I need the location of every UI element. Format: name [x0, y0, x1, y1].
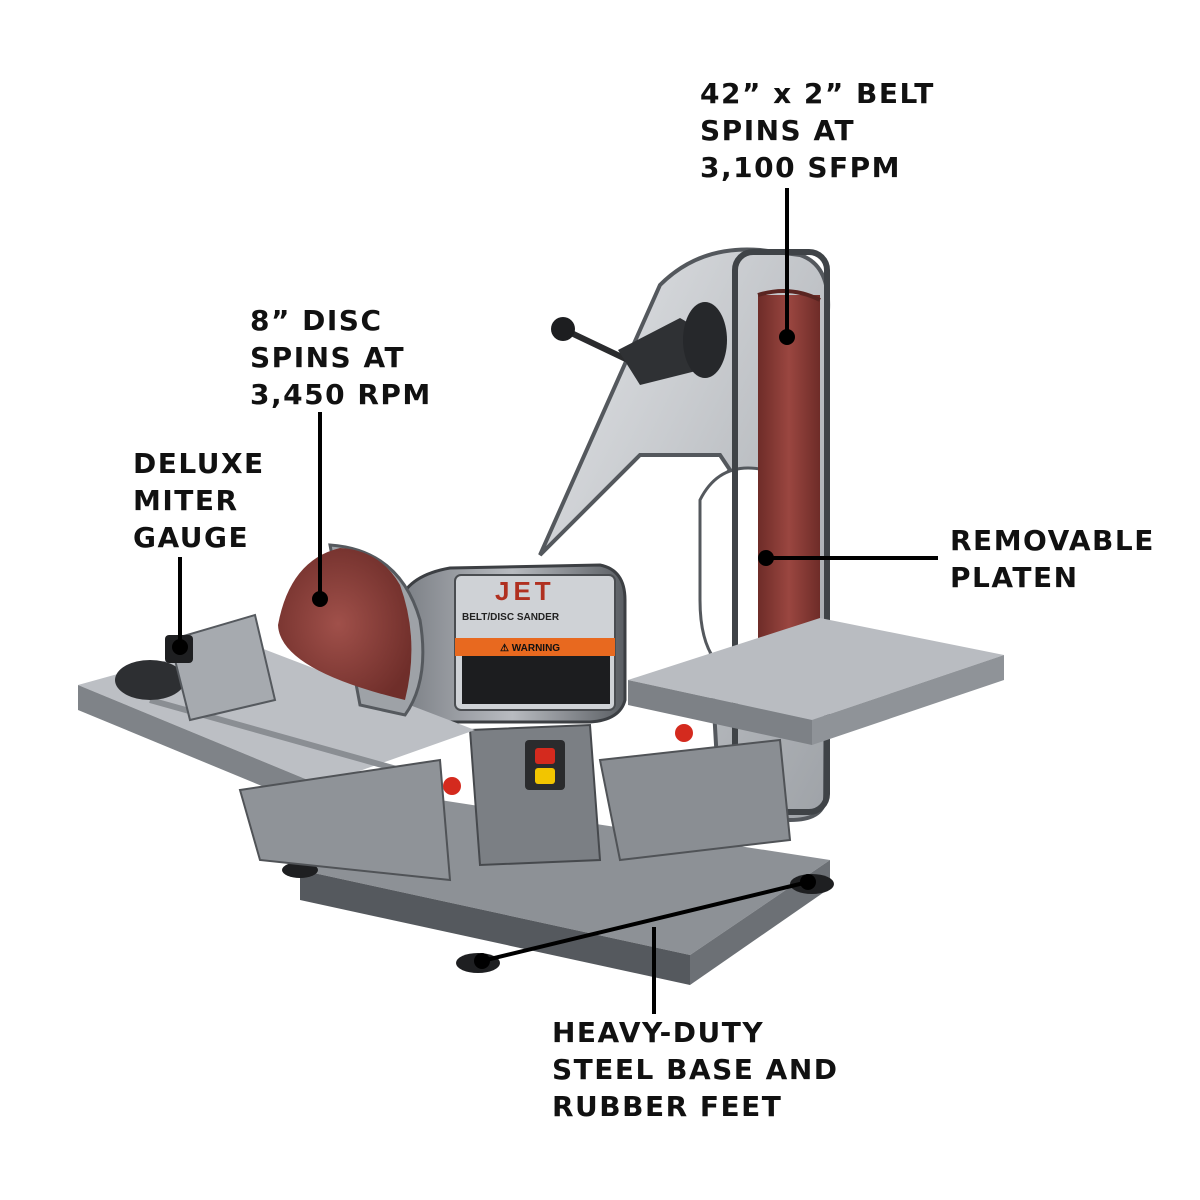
callout-belt-line-2: SPINS AT	[700, 114, 856, 147]
table-lock-knob	[443, 724, 693, 795]
callout-miter-line-2: MITER	[133, 484, 239, 517]
callout-base-line-3: RUBBER FEET	[552, 1090, 783, 1123]
callout-disc-line-1: 8” DISC	[250, 304, 383, 337]
callout-disc: 8” DISC SPINS AT 3,450 RPM	[250, 302, 432, 413]
belt-table	[628, 618, 1004, 745]
tension-knob	[551, 302, 727, 385]
brand-logo: JET	[495, 576, 555, 606]
callout-miter-gauge: DELUXE MITER GAUGE	[133, 445, 265, 556]
callout-miter-line-1: DELUXE	[133, 447, 265, 480]
callout-platen: REMOVABLE PLATEN	[950, 522, 1155, 596]
callout-base: HEAVY-DUTY STEEL BASE AND RUBBER FEET	[552, 1014, 839, 1125]
lower-frame	[238, 738, 792, 882]
callout-leader-lines	[172, 188, 938, 1014]
sanding-disc	[278, 548, 412, 700]
label-title: BELT/DISC SANDER	[462, 612, 560, 623]
callout-base-line-1: HEAVY-DUTY	[552, 1016, 765, 1049]
sanding-belt	[758, 295, 820, 670]
callout-disc-line-2: SPINS AT	[250, 341, 406, 374]
callout-belt-line-1: 42” x 2” BELT	[700, 77, 935, 110]
callout-base-line-2: STEEL BASE AND	[552, 1053, 839, 1086]
callout-disc-line-3: 3,450 RPM	[250, 378, 432, 411]
power-switch	[468, 723, 602, 867]
callout-belt-line-3: 3,100 SFPM	[700, 151, 901, 184]
callout-belt: 42” x 2” BELT SPINS AT 3,100 SFPM	[700, 75, 935, 186]
warning-label: ⚠ WARNING	[500, 643, 560, 654]
callout-miter-line-3: GAUGE	[133, 521, 250, 554]
callout-platen-line-2: PLATEN	[950, 561, 1079, 594]
callout-platen-line-1: REMOVABLE	[950, 524, 1155, 557]
